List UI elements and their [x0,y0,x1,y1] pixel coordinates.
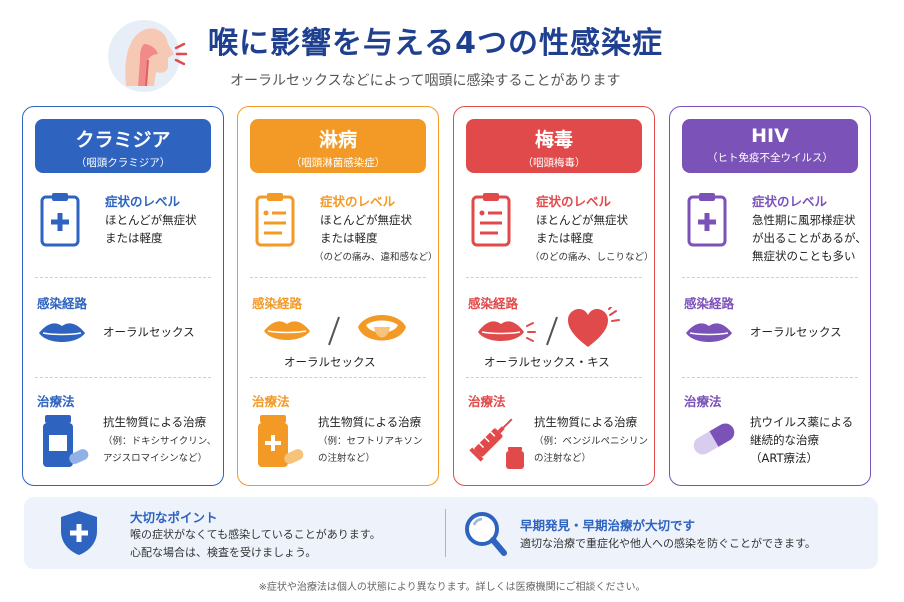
route-label: 感染経路 [468,296,519,311]
symptom-line: ほとんどが無症状 [105,213,197,227]
clipboard-medical-icon [687,193,727,247]
clipboard-medical-icon [40,193,80,247]
panel-divider [445,509,446,557]
divider [682,277,858,278]
key-point-title: 大切なポイント [130,510,218,525]
symptom-line: ほとんどが無症状 [536,213,628,227]
disease-name: 梅毒 [534,129,573,151]
treatment-label: 治療法 [684,394,722,409]
treatment-note: （例：ベンジルペニシリン [534,436,649,447]
treatment-line: 抗ウイルス薬による [750,415,854,429]
card-syphilis: 梅毒 （咽頭梅毒） 症状のレベル ほとんどが無症状 または軽度 （のどの痛み、し… [453,106,655,486]
capsule-icon [693,423,735,455]
card-header: 淋病 （咽頭淋菌感染症） [250,119,426,173]
early-detection-line: 適切な治療で重症化や他人への感染を防ぐことができます。 [520,537,816,550]
info-panel: 大切なポイント 喉の症状がなくても感染していることがあります。 心配な場合は、検… [24,497,878,569]
throat-illustration-icon [108,20,188,92]
magnifier-icon [465,512,507,556]
open-mouth-tongue-icon [358,315,406,341]
route-label: 感染経路 [37,296,88,311]
symptom-line: 無症状のことも多い [752,249,856,263]
symptom-line: または軽度 [536,231,594,245]
disease-subname: （咽頭淋菌感染症） [290,157,386,169]
symptom-label: 症状のレベル [752,194,828,209]
symptom-label: 症状のレベル [105,194,181,209]
symptom-note: （のどの痛み、違和感など） [314,252,438,263]
disease-subname: （咽頭梅毒） [522,157,586,169]
disease-subname: （ヒト免疫不全ウイルス） [707,152,833,164]
divider [250,277,426,278]
divider [35,377,211,378]
route-label: 感染経路 [684,296,735,311]
treatment-note: の注射など） [534,453,592,464]
symptom-note: （のどの痛み、しこりなど） [530,252,654,263]
treatment-note: の注射など） [318,453,376,464]
footnote: ※症状や治療法は個人の状態により異なります。詳しくは医療機関にご相談ください。 [258,582,646,593]
card-header: HIV （ヒト免疫不全ウイルス） [682,119,858,173]
treatment-line: 抗生物質による治療 [534,415,638,429]
key-point-line: 心配な場合は、検査を受けましょう。 [130,546,317,559]
symptom-label: 症状のレベル [536,194,612,209]
route-text: オーラルセックス・キス [484,355,610,369]
shield-plus-icon [61,511,97,555]
symptom-line: または軽度 [320,231,378,245]
lips-icon [39,323,85,342]
lips-icon [264,321,310,340]
card-header: 梅毒 （咽頭梅毒） [466,119,642,173]
header: 喉に影響を与える4つの性感染症 オーラルセックスなどによって咽頭に感染することが… [0,0,904,100]
card-hiv: HIV （ヒト免疫不全ウイルス） 症状のレベル 急性期に風邪様症状 が出ることが… [669,106,871,486]
treatment-note: （例：セフトリアキソン [318,436,423,447]
symptom-line: または軽度 [105,231,163,245]
divider [250,377,426,378]
heart-icon [568,307,620,347]
disease-subname: （咽頭クラミジア） [75,157,171,169]
treatment-line: 継続的な治療 [750,433,819,447]
page-title: 喉に影響を与える4つの性感染症 [208,26,663,61]
route-text: オーラルセックス [284,355,376,369]
divider [466,377,642,378]
symptom-line: ほとんどが無症状 [320,213,412,227]
treatment-label: 治療法 [468,394,506,409]
clipboard-list-icon [471,193,511,247]
disease-name: 淋病 [318,129,357,151]
symptom-line: が出ることがあるが、 [752,231,867,245]
route-text: オーラルセックス [750,325,842,339]
divider [35,277,211,278]
medicine-bottle-icon [43,415,89,467]
card-header: クラミジア （咽頭クラミジア） [35,119,211,173]
treatment-line: 抗生物質による治療 [318,415,422,429]
card-gonorrhea: 淋病 （咽頭淋菌感染症） 症状のレベル ほとんどが無症状 または軽度 （のどの痛… [237,106,439,486]
treatment-line: 抗生物質による治療 [103,415,207,429]
divider [682,377,858,378]
treatment-label: 治療法 [252,394,290,409]
treatment-note: アジスロマイシンなど） [103,453,208,464]
kiss-lips-icon [478,321,536,342]
slash-divider-icon [546,316,558,346]
treatment-note: （例：ドキシサイクリン、 [103,436,217,447]
treatment-label: 治療法 [37,394,75,409]
card-chlamydia: クラミジア （咽頭クラミジア） 症状のレベル ほとんどが無症状 または軽度 感染… [22,106,224,486]
key-point-line: 喉の症状がなくても感染していることがあります。 [130,528,381,541]
syringe-vial-icon [469,418,524,469]
slash-divider-icon [328,316,340,346]
disease-name: HIV [751,125,789,147]
medicine-bottle-icon [258,415,304,467]
symptom-line: 急性期に風邪様症状 [752,213,856,227]
treatment-line: （ART療法） [750,451,819,465]
divider [466,277,642,278]
disease-name: クラミジア [75,129,171,151]
page-subtitle: オーラルセックスなどによって咽頭に感染することがあります [230,73,621,89]
lips-icon [686,323,732,342]
early-detection-title: 早期発見・早期治療が大切です [520,518,696,533]
route-text: オーラルセックス [103,325,195,339]
route-label: 感染経路 [252,296,303,311]
symptom-label: 症状のレベル [320,194,396,209]
clipboard-list-icon [255,193,295,247]
